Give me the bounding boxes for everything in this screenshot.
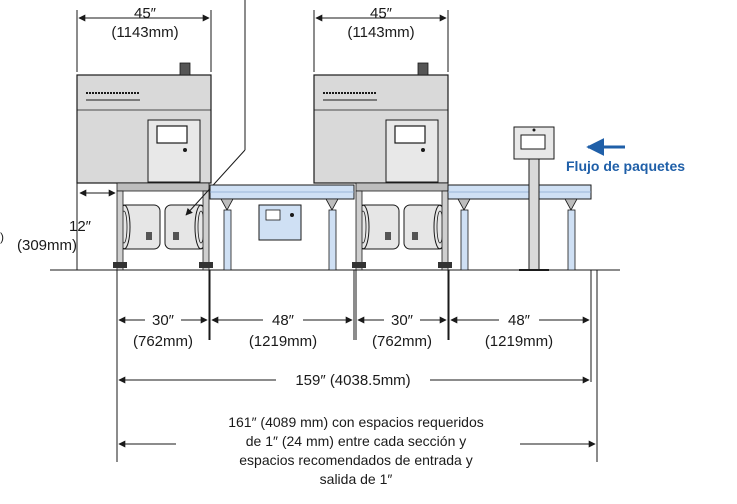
dim-height-inches: 12″ [69,218,91,235]
spacing-note-line-1: 161″ (4089 mm) con espacios requeridos [228,414,484,430]
dim-top-left-inches: 45″ [134,5,156,22]
dim-section-1-mm: (762mm) [132,333,193,350]
conveyor-right [447,126,592,271]
dim-section-4-inches: 48″ [508,312,530,329]
dim-section-2-mm: (1219mm) [248,333,318,350]
dim-top-right-mm: (1143mm) [347,24,415,41]
machine-right [313,62,452,271]
spacing-note-line-2: de 1″ (24 mm) entre cada sección y [241,432,471,451]
dim-section-3-inches: 30″ [391,312,413,329]
dim-top-left-mm: (1143mm) [111,24,179,41]
machine-left [76,0,246,271]
spacing-note-line-4: salida de 1″ [319,471,393,487]
conveyor-left [209,184,355,271]
flow-label: Flujo de paquetes [566,158,686,174]
dim-total-159: 159″ (4038.5mm) [295,372,411,389]
dim-height-mm: (309mm) [17,237,78,254]
dim-top-right-inches: 45″ [370,5,392,22]
dim-section-4-mm: (1219mm) [484,333,554,350]
dim-section-1-inches: 30″ [152,312,174,329]
dim-section-2-inches: 48″ [272,312,294,329]
spacing-note: 161″ (4089 mm) con espacios requeridos d… [176,413,536,489]
spacing-note-line-3: espacios recomendados de entrada y [239,452,473,468]
dim-height-cut-paren: ) [0,230,4,244]
dim-section-3-mm: (762mm) [371,333,432,350]
